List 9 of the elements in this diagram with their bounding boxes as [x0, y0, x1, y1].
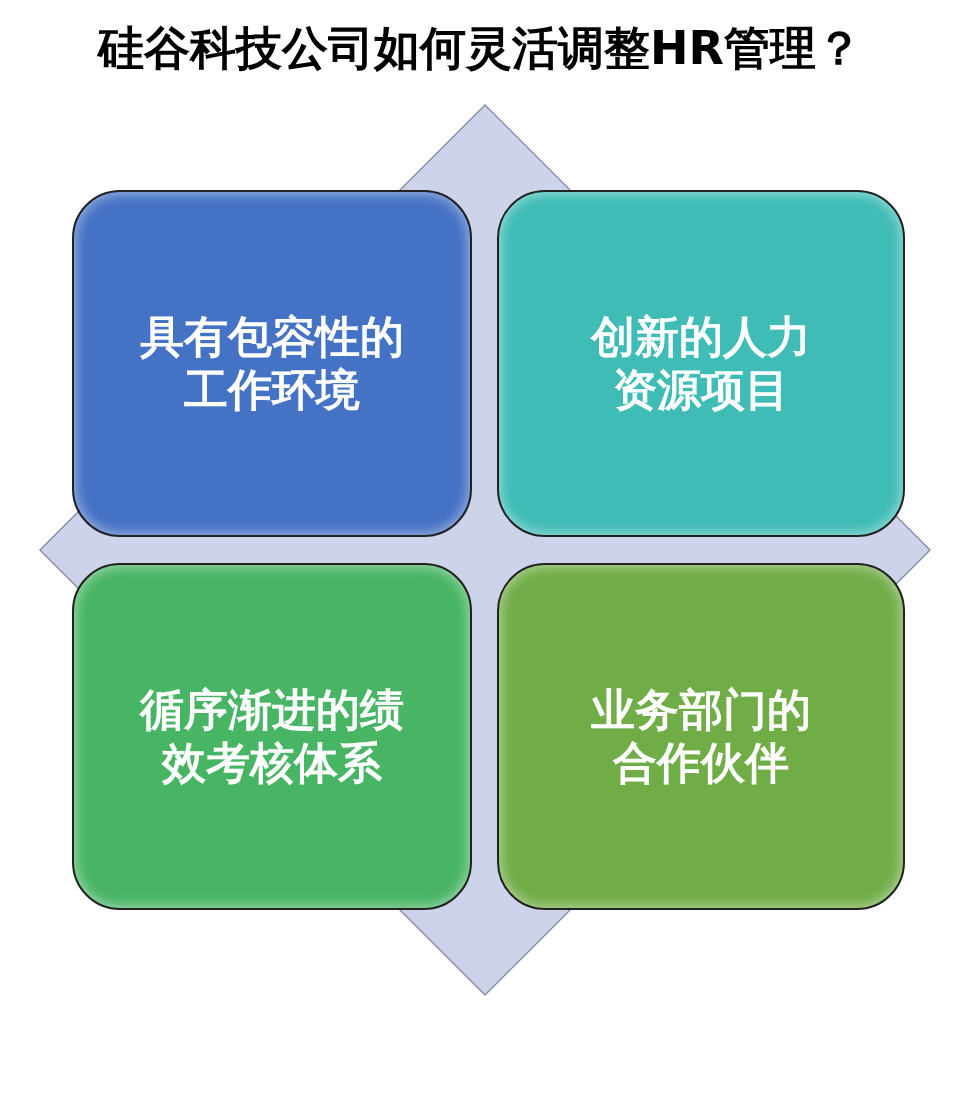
title: 硅谷科技公司如何灵活调整HR管理？ — [96, 20, 863, 77]
box-text: 循序渐进的绩效考核体系 — [138, 683, 405, 790]
rounded-box — [72, 563, 472, 910]
rounded-box — [72, 190, 472, 537]
box-text: 创新的人力资源项目 — [589, 310, 812, 417]
rounded-box — [497, 190, 905, 537]
box-text: 具有包容性的工作环境 — [139, 310, 405, 417]
box-text: 业务部门的合作伙伴 — [590, 683, 812, 790]
rounded-box — [497, 563, 905, 910]
